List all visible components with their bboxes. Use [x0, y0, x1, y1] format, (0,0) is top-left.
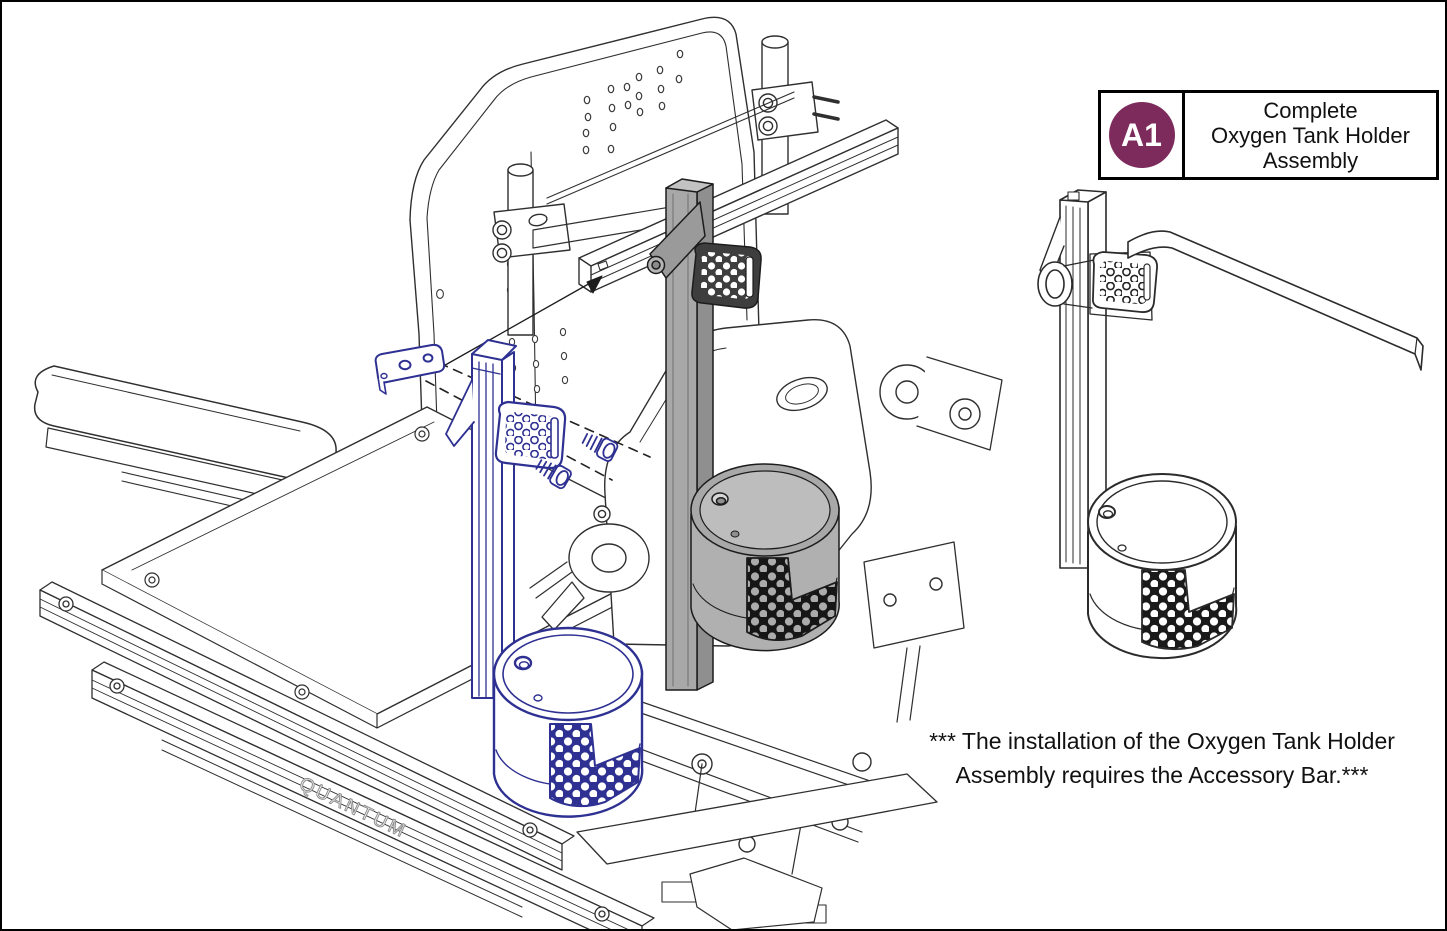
- holder-basket-new: [492, 626, 644, 818]
- assembly-clamp-ring: [1037, 251, 1153, 321]
- holder-strap-new: [494, 400, 567, 470]
- back-frame-holes: [436, 259, 569, 394]
- oxygen-tank-holder-exploded: [374, 339, 644, 818]
- callout-badge: A1: [1108, 102, 1175, 168]
- assembly-strap: [1092, 251, 1158, 313]
- oxygen-tank-holder-installed: [646, 178, 840, 691]
- mounting-screw: [535, 459, 572, 490]
- callout-label-line: Assembly: [1262, 147, 1359, 173]
- holder-rail-new: [445, 339, 517, 699]
- callout-badge-cell: A1: [1101, 93, 1185, 177]
- mounting-plate: [374, 343, 446, 395]
- installation-note: *** The installation of the Oxygen Tank …: [874, 724, 1445, 792]
- callout-label-line: Complete: [1263, 97, 1358, 123]
- holder-support-arm: [649, 201, 706, 279]
- leader-arrow: [439, 275, 603, 369]
- complete-assembly-drawing: [1037, 189, 1424, 660]
- assembly-accessory-bar: [1127, 230, 1424, 371]
- backrest-holes: [582, 49, 684, 155]
- installation-note-line: *** The installation of the Oxygen Tank …: [929, 728, 1395, 754]
- callout-badge-text: A1: [1121, 116, 1162, 153]
- clamp-bolt: [492, 220, 512, 263]
- holder-basket-installed: [690, 463, 840, 652]
- callout-a1: A1 Complete Oxygen Tank Holder Assembly: [1098, 90, 1439, 180]
- callout-label-line: Oxygen Tank Holder: [1211, 122, 1410, 148]
- base-rails: QUANTUM: [39, 581, 655, 929]
- mounting-screw: [581, 433, 619, 462]
- assembly-basket: [1087, 473, 1238, 660]
- callout-label: Complete Oxygen Tank Holder Assembly: [1185, 93, 1436, 177]
- installation-note-line: Assembly requires the Accessory Bar.***: [955, 762, 1369, 788]
